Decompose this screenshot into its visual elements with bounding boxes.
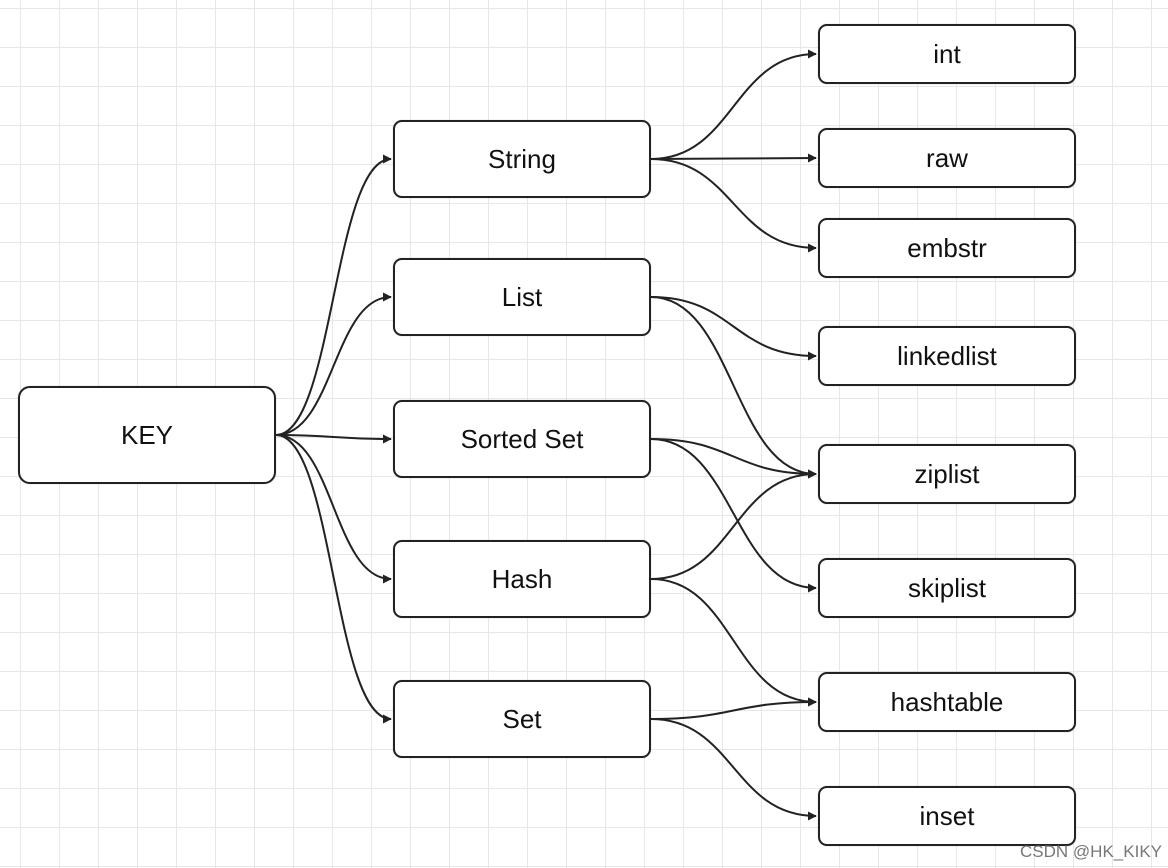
encoding-node-ziplist-label: ziplist: [914, 458, 980, 489]
type-node-hash-label: Hash: [491, 563, 553, 594]
encoding-node-embstr: embstr: [818, 218, 1076, 278]
connector-arrow: [650, 578, 817, 707]
connector-arrow: [650, 697, 817, 720]
encoding-node-ziplist: ziplist: [818, 444, 1076, 504]
type-node-string: String: [393, 120, 651, 198]
type-node-list-label: List: [501, 281, 543, 312]
connector-arrow: [650, 296, 817, 361]
connector-arrow: [275, 434, 392, 724]
connector-arrow: [650, 158, 817, 253]
encoding-node-embstr-label: embstr: [907, 232, 987, 263]
type-node-set: Set: [393, 680, 651, 758]
connector-arrow: [650, 438, 817, 593]
encoding-node-linkedlist-label: linkedlist: [897, 340, 997, 371]
connector-arrow: [275, 434, 392, 444]
connector-arrow: [275, 434, 392, 584]
encoding-node-int-label: int: [933, 38, 961, 69]
key-node-label: KEY: [120, 419, 174, 450]
watermark: CSDN @HK_KIKY: [1020, 842, 1162, 861]
encoding-node-hashtable: hashtable: [818, 672, 1076, 732]
connector-arrow: [650, 469, 817, 580]
encoding-node-linkedlist: linkedlist: [818, 326, 1076, 386]
connector-arrow: [650, 296, 817, 479]
connector-arrow: [650, 438, 817, 479]
encoding-node-skiplist: skiplist: [818, 558, 1076, 618]
connector-arrow: [275, 292, 392, 436]
type-node-hash: Hash: [393, 540, 651, 618]
type-node-sorted-set: Sorted Set: [393, 400, 651, 478]
encoding-node-skiplist-label: skiplist: [907, 572, 986, 603]
encoding-node-inset: inset: [818, 786, 1076, 846]
type-node-set-label: Set: [502, 703, 542, 734]
encoding-node-raw-label: raw: [926, 142, 968, 173]
encoding-node-raw: raw: [818, 128, 1076, 188]
connector-arrow: [650, 49, 817, 160]
key-node: KEY: [18, 386, 276, 484]
type-node-list: List: [393, 258, 651, 336]
type-node-string-label: String: [488, 143, 556, 174]
connector-arrow: [650, 153, 817, 163]
encoding-node-int: int: [818, 24, 1076, 84]
encoding-node-hashtable-label: hashtable: [890, 686, 1004, 717]
encoding-node-inset-label: inset: [919, 800, 975, 831]
type-node-sorted-set-label: Sorted Set: [460, 423, 584, 454]
connector-arrow: [275, 154, 392, 436]
connector-arrow: [650, 718, 817, 821]
